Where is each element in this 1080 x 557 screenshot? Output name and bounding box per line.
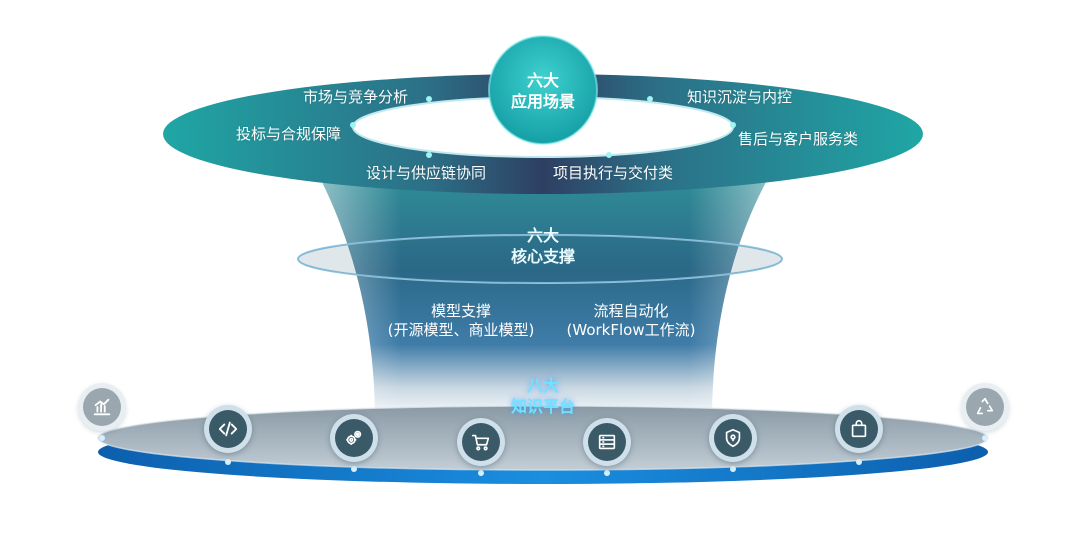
core-item-workflow-line1: 流程自动化 [593, 302, 669, 320]
platform-item-code[interactable] [204, 405, 252, 453]
platform-top [98, 406, 988, 470]
platform-item-shield[interactable] [709, 414, 757, 462]
database-icon [588, 423, 626, 461]
core-item-model-support[interactable]: 模型支撑 (开源模型、商业模型) [386, 302, 536, 340]
core-item-model-line1: 模型支撑 [430, 302, 491, 320]
platform-title-line1: 八大 [526, 376, 559, 395]
scenario-project-delivery[interactable]: 项目执行与交付类 [553, 164, 674, 182]
scenario-dots [350, 96, 736, 158]
core-ring [297, 234, 783, 284]
recycle-icon [966, 388, 1004, 426]
shield-icon [714, 419, 752, 457]
code-icon [209, 410, 247, 448]
center-circle [489, 36, 597, 144]
gears-icon [335, 419, 373, 457]
scenarios-title-line1: 六大 [526, 71, 559, 90]
core-title-line2: 核心支撑 [510, 247, 575, 266]
core-item-partial: ） [360, 306, 376, 324]
scenarios-title-line2: 应用场景 [510, 92, 575, 111]
platform-dots [99, 435, 988, 476]
core-title-line1: 六大 [526, 226, 559, 245]
chart-icon [83, 388, 121, 426]
platform-item-chart[interactable] [78, 383, 126, 431]
scenario-knowledge-control[interactable]: 知识沉淀与内控 [687, 88, 793, 106]
bag-icon [840, 410, 878, 448]
scenario-bidding-compliance[interactable]: 投标与合规保障 [236, 125, 342, 143]
platform-item-cart[interactable] [457, 418, 505, 466]
core-item-workflow[interactable]: 流程自动化 (WorkFlow工作流) [556, 302, 706, 340]
core-item-model-line2: (开源模型、商业模型) [387, 321, 535, 339]
core-title: 六大 核心支撑 [500, 225, 586, 267]
core-item-workflow-line2: (WorkFlow工作流) [566, 321, 696, 339]
scenario-design-supply[interactable]: 设计与供应链协同 [366, 164, 487, 182]
platform-item-gears[interactable] [330, 414, 378, 462]
scenarios-title: 六大 应用场景 [503, 70, 583, 112]
platform-item-recycle[interactable] [961, 383, 1009, 431]
scenario-after-sales[interactable]: 售后与客户服务类 [738, 130, 859, 148]
platform-title-line2: 知识平台 [510, 397, 575, 416]
cart-icon [462, 423, 500, 461]
platform-item-bag[interactable] [835, 405, 883, 453]
scenario-market-analysis[interactable]: 市场与竞争分析 [303, 88, 409, 106]
platform-title: 八大 知识平台 [500, 375, 586, 417]
platform-item-database[interactable] [583, 418, 631, 466]
